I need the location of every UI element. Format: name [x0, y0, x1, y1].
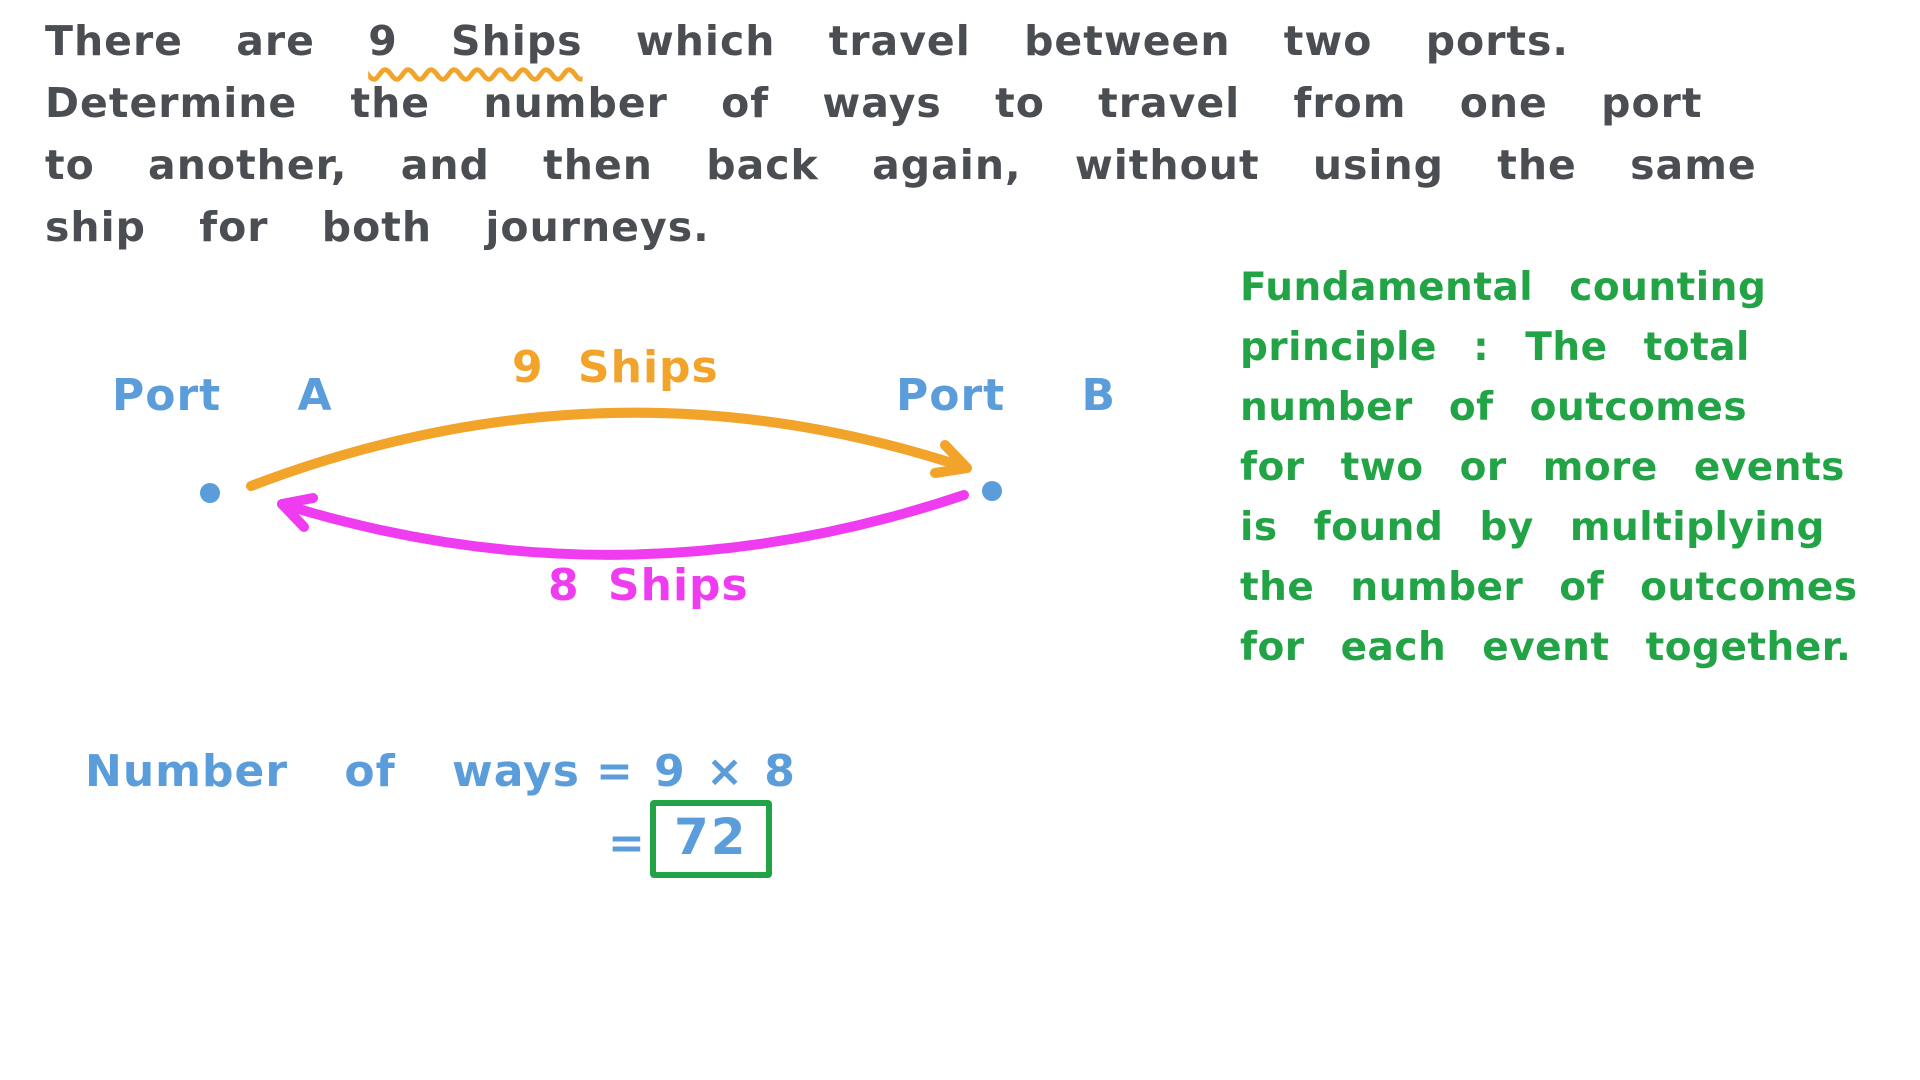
result-value: 72	[674, 808, 748, 866]
result-box: 72	[650, 800, 772, 878]
note-line: for two or more events	[1240, 445, 1845, 490]
return-arrow	[277, 490, 969, 560]
problem-line: ship for both journeys.	[45, 203, 710, 251]
ports-diagram-graphic	[200, 407, 1002, 560]
note-line: number of outcomes	[1240, 385, 1748, 430]
return-arrow-label: 8 Ships	[548, 560, 749, 611]
problem-statement: There are 9 Ships which travel between t…	[45, 10, 1895, 258]
principle-note: Fundamental counting principle : The tot…	[1240, 258, 1910, 678]
problem-line: Determine the number of ways to travel f…	[45, 79, 1703, 127]
port-a-dot	[200, 483, 220, 503]
problem-text: There are	[45, 17, 369, 65]
note-line: is found by multiplying	[1240, 505, 1825, 550]
port-b-dot	[982, 481, 1002, 501]
solution-lhs: Number of ways	[85, 746, 580, 797]
note-line: the number of outcomes	[1240, 565, 1858, 610]
note-line: for each event together.	[1240, 625, 1852, 670]
problem-line: There are 9 Ships which travel between t…	[45, 10, 1895, 72]
highlighted-phrase: 9 Ships	[368, 17, 583, 65]
problem-text: which travel between two ports.	[582, 17, 1570, 65]
port-a-label: Port A	[112, 370, 333, 421]
problem-line: to another, and then back again, without…	[45, 141, 1757, 189]
forward-arrow	[246, 407, 972, 491]
solution-equation: = 9 × 8	[596, 746, 798, 797]
port-b-label: Port B	[896, 370, 1117, 421]
forward-arrowhead	[930, 440, 972, 478]
return-arrowhead	[277, 493, 318, 532]
forward-arrow-label: 9 Ships	[512, 342, 719, 393]
solution-equals: =	[608, 818, 645, 869]
note-line: principle : The total	[1240, 325, 1750, 370]
note-line: Fundamental counting	[1240, 265, 1767, 310]
